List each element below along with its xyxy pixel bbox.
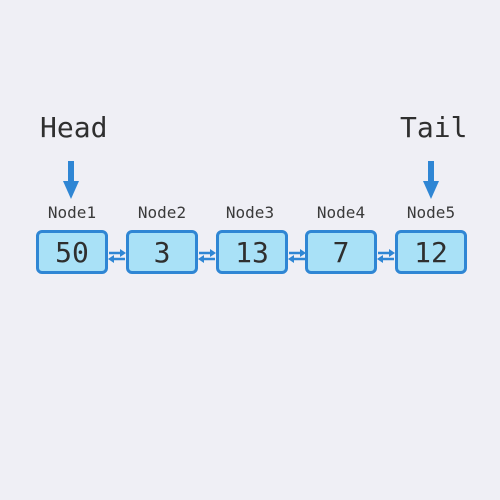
node-label-1: Node1	[47, 203, 97, 222]
link-arrows-icon	[288, 249, 306, 263]
node-box-5: 12	[395, 230, 467, 274]
link-arrows-icon	[108, 249, 126, 263]
head-pointer-arrow-icon	[63, 161, 79, 199]
node-label-5: Node5	[406, 203, 456, 222]
link-arrows-icon	[198, 249, 216, 263]
link-arrows-icon	[377, 249, 395, 263]
node-box-2: 3	[126, 230, 198, 274]
head-label: Head	[40, 111, 108, 144]
node-label-3: Node3	[225, 203, 275, 222]
node-box-1: 50	[36, 230, 108, 274]
node-label-4: Node4	[316, 203, 366, 222]
node-box-3: 13	[216, 230, 288, 274]
tail-pointer-arrow-icon	[423, 161, 439, 199]
node-box-4: 7	[305, 230, 377, 274]
node-label-2: Node2	[137, 203, 187, 222]
tail-label: Tail	[400, 111, 468, 144]
